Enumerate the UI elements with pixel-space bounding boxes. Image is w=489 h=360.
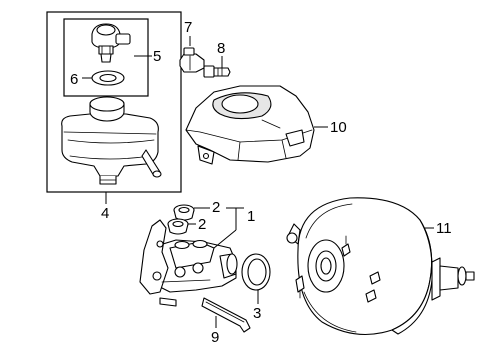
fluid-level-sensor [91,23,131,63]
callout-2-lower: 2 [198,216,206,233]
pressure-sensor-switch [203,65,231,78]
master-cylinder-o-ring [241,253,271,291]
callout-7: 7 [184,19,192,36]
callout-3: 3 [253,305,261,322]
brake-fluid-reservoir [61,96,162,185]
reservoir-grommet-lower [167,218,189,235]
callout-8: 8 [217,40,225,57]
callout-4: 4 [101,205,109,222]
pressure-sensor-connector [179,47,205,73]
brake-master-cylinder [139,219,238,307]
callout-5: 5 [153,48,161,65]
reservoir-grommet-upper [173,204,195,221]
brake-booster [286,197,475,335]
leader-lines [82,36,434,328]
callout-9: 9 [211,329,219,346]
master-cylinder-cover [185,85,315,165]
sensor-seal-washer [91,70,125,86]
callout-1: 1 [247,208,255,225]
callout-10: 10 [330,119,347,136]
callout-2-upper: 2 [212,199,220,216]
callout-11: 11 [436,220,452,237]
sensor-subgroup-frame [63,18,149,97]
callout-6: 6 [70,71,78,88]
reservoir-group-frame [46,11,182,193]
reservoir-hose [201,297,251,333]
